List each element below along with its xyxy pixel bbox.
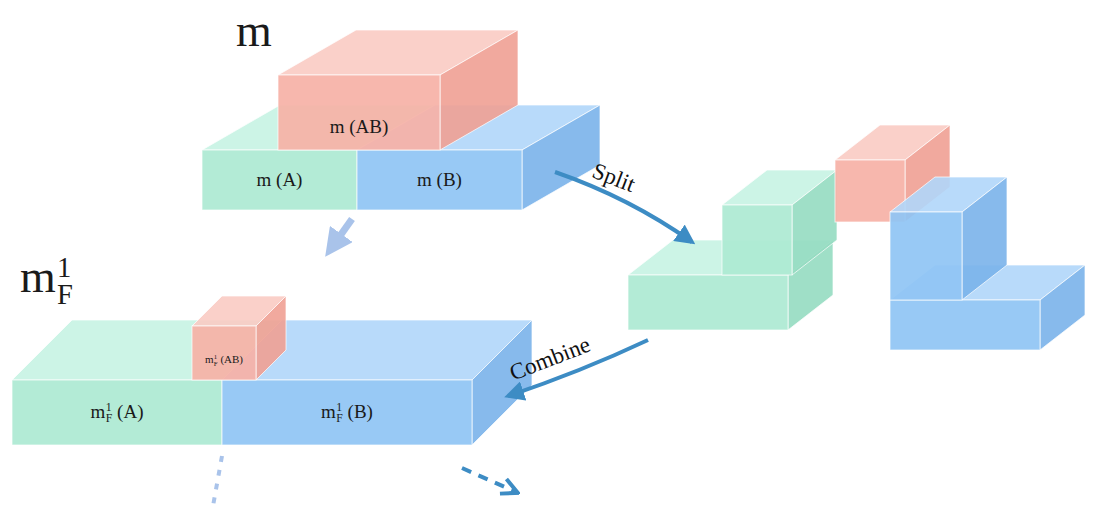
block-label: m1F (AB) — [205, 353, 243, 367]
group-frame: m1F m1F (AB) m1F (A) m1F (B) — [8, 252, 548, 450]
block-3d — [278, 30, 518, 150]
continue-arrow — [462, 468, 516, 492]
block-label: m1F (B) — [321, 401, 373, 425]
group-frame: m m (AB) m (A) m (B) — [200, 8, 600, 215]
group-heading: m1F — [20, 254, 73, 309]
block-3d — [890, 177, 1007, 300]
block-3d — [192, 296, 286, 380]
block-label-box: m1F (A) — [12, 380, 222, 445]
operation-label: Split — [589, 158, 639, 198]
group-heading: m — [236, 8, 272, 54]
block-label-box: m (A) — [202, 150, 357, 210]
flow-arrow — [330, 219, 352, 250]
block-label-box: m1F (B) — [222, 380, 472, 445]
block-3d — [722, 170, 837, 275]
block-label: m (B) — [417, 169, 462, 191]
operation-label: Combine — [506, 332, 594, 386]
block-label: m1F (A) — [91, 401, 144, 425]
block-label-box: m (AB) — [278, 75, 440, 150]
block-label-box: m1F (AB) — [192, 326, 256, 380]
block-label-box: m (B) — [357, 150, 522, 210]
continue-arrow — [213, 456, 222, 506]
block-label: m (A) — [257, 169, 303, 191]
block-label: m (AB) — [330, 116, 389, 138]
